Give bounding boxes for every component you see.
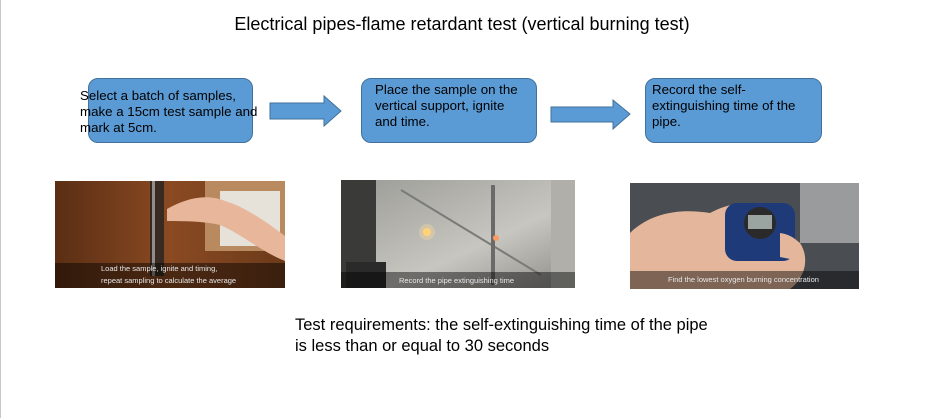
photo-caption: Find the lowest oxygen burning concentra… [668,275,819,284]
photo-load-sample-image [55,181,285,288]
step-2-text: Place the sample on the vertical support… [375,82,518,129]
test-requirements-line-1: Test requirements: the self-extinguishin… [295,316,708,334]
photo-caption-line: repeat sampling to calculate the average [101,276,237,285]
slide-title: Electrical pipes-flame retardant test (v… [234,14,690,34]
slide-border [0,0,1,418]
arrow-right-icon [550,98,631,131]
step-1-box [88,78,253,143]
test-requirements-line-2: is less than or equal to 30 seconds [295,337,550,355]
test-requirements: Test requirements: the self-extinguishin… [295,315,708,357]
photo-oxygen-concentration-image [630,183,859,289]
photo-load-sample: Load the sample, ignite and timing, repe… [55,181,285,288]
photo-caption-line: Load the sample, ignite and timing, [101,264,218,273]
photo-caption: Record the pipe extinguishing time [399,276,515,285]
step-2-box [361,78,537,143]
step-1-text: Select a batch of samples, make a 15cm t… [80,88,258,135]
arrow-right-icon [269,94,342,128]
photo-oxygen-concentration: Find the lowest oxygen burning concentra… [630,183,859,289]
photo-extinguishing-time: Record the pipe extinguishing time [341,180,575,288]
step-3-box [645,78,822,143]
step-3-text: Record the self-extinguishing time of th… [652,82,796,129]
photo-extinguishing-time-image [341,180,575,288]
